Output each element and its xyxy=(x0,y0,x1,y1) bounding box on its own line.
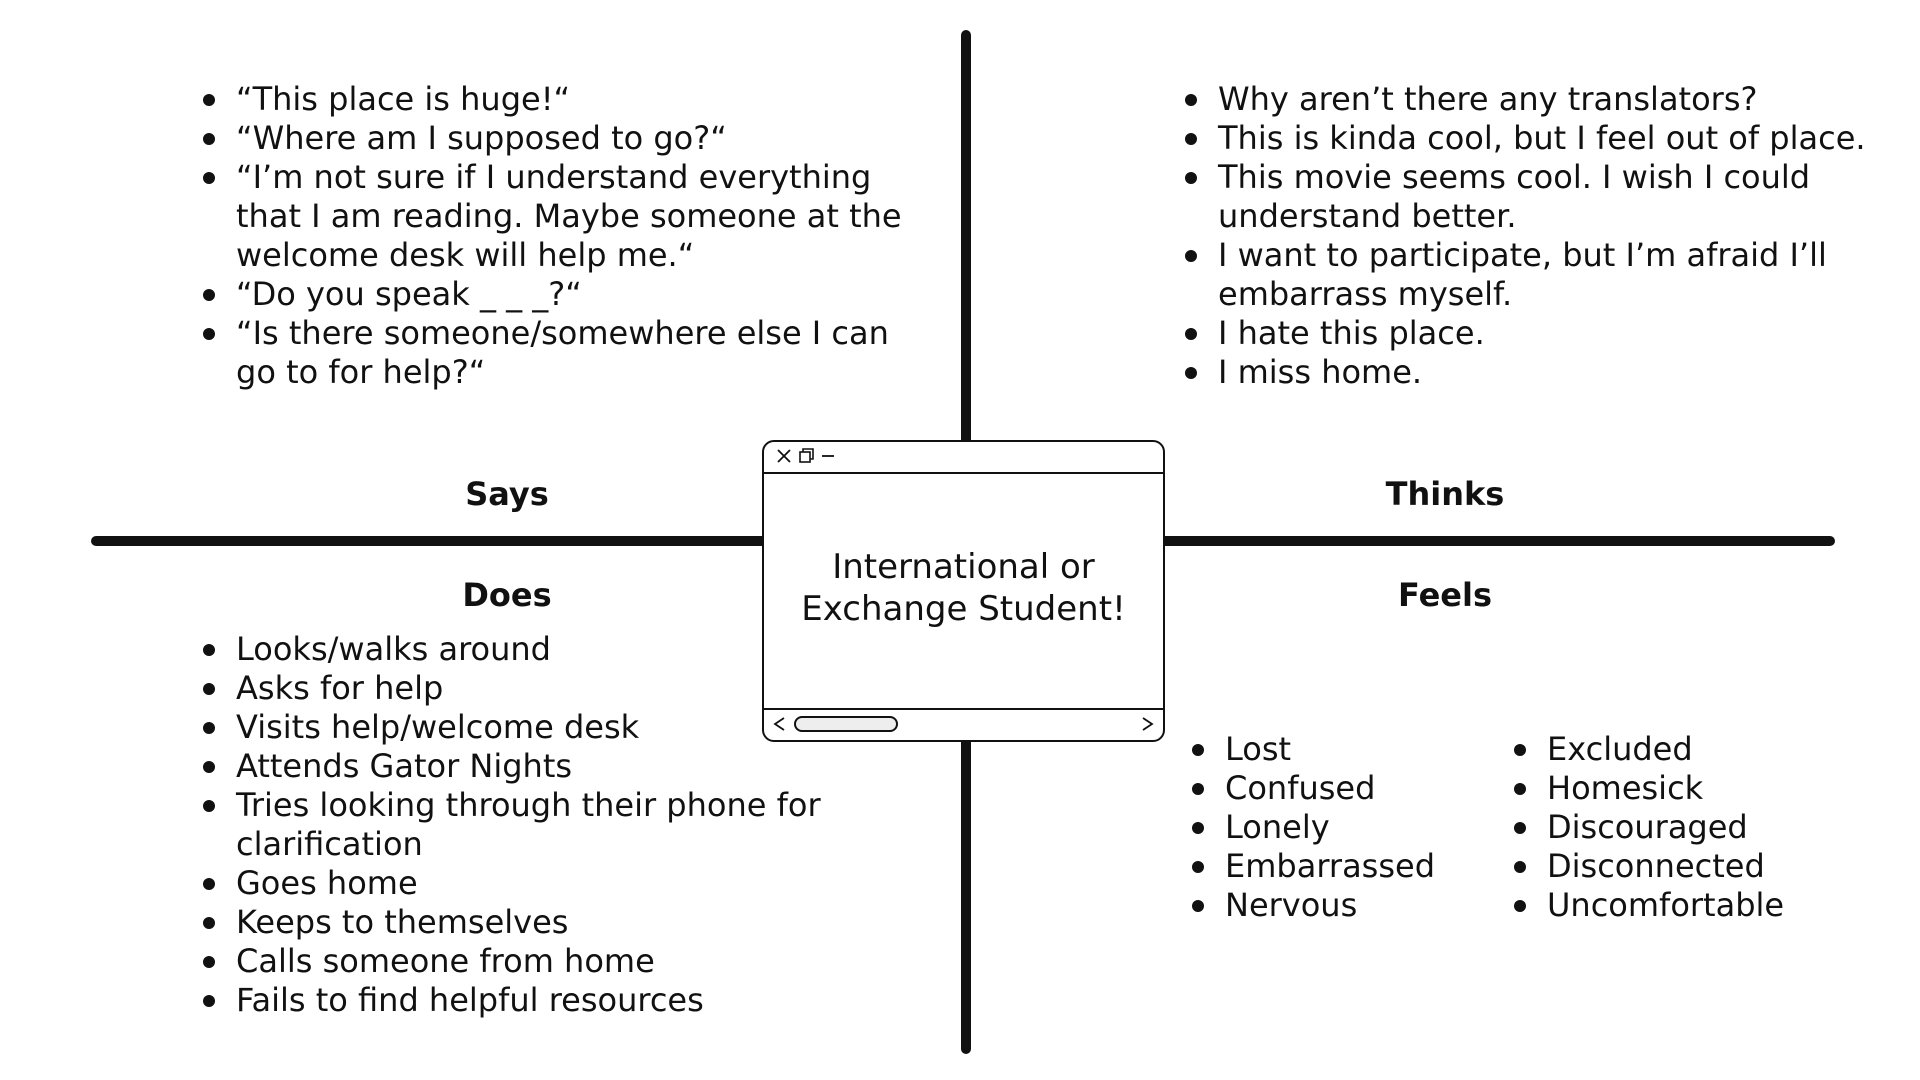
center-title-line-2: Exchange Student! xyxy=(801,589,1126,629)
does-label: Does xyxy=(462,576,552,614)
says-label: Says xyxy=(465,475,549,513)
list-item: I hate this place. xyxy=(1181,314,1901,353)
list-item: Embarrassed xyxy=(1188,847,1488,886)
list-item: “Is there someone/somewhere else I can g… xyxy=(199,314,929,392)
list-item: I want to participate, but I’m afraid I’… xyxy=(1181,236,1901,314)
list-item: Lost xyxy=(1188,730,1488,769)
list-item: Attends Gator Nights xyxy=(199,747,899,786)
minimize-icon[interactable] xyxy=(820,445,836,467)
list-item: Fails to find helpful resources xyxy=(199,981,899,1020)
list-item: Excluded xyxy=(1510,730,1850,769)
restore-icon[interactable] xyxy=(798,445,814,467)
center-window: International or Exchange Student! xyxy=(762,440,1165,742)
list-item: Disconnected xyxy=(1510,847,1850,886)
list-item: Uncomfortable xyxy=(1510,886,1850,925)
thinks-list: Why aren’t there any translators?This is… xyxy=(1181,80,1901,392)
list-item: I miss home. xyxy=(1181,353,1901,392)
chevron-left-icon[interactable] xyxy=(772,714,786,734)
list-item: Discouraged xyxy=(1510,808,1850,847)
center-title-line-1: International or xyxy=(832,547,1095,587)
window-body: International or Exchange Student! xyxy=(764,474,1163,702)
list-item: Keeps to themselves xyxy=(199,903,899,942)
says-list: “This place is huge!““Where am I suppose… xyxy=(199,80,929,392)
list-item: Lonely xyxy=(1188,808,1488,847)
list-item: Nervous xyxy=(1188,886,1488,925)
list-item: “This place is huge!“ xyxy=(199,80,929,119)
list-item: Goes home xyxy=(199,864,899,903)
list-item: This movie seems cool. I wish I could un… xyxy=(1181,158,1901,236)
list-item: “Where am I supposed to go?“ xyxy=(199,119,929,158)
list-item: Why aren’t there any translators? xyxy=(1181,80,1901,119)
list-item: “Do you speak _ _ _?“ xyxy=(199,275,929,314)
feels-label: Feels xyxy=(1398,576,1492,614)
close-icon[interactable] xyxy=(776,445,792,467)
list-item: Looks/walks around xyxy=(199,630,899,669)
list-item: “I’m not sure if I understand everything… xyxy=(199,158,929,275)
thinks-label: Thinks xyxy=(1385,475,1505,513)
window-titlebar xyxy=(764,442,1163,474)
list-item: This is kinda cool, but I feel out of pl… xyxy=(1181,119,1901,158)
window-scrollbar[interactable] xyxy=(764,708,1163,740)
list-item: Homesick xyxy=(1510,769,1850,808)
scrollbar-thumb[interactable] xyxy=(794,716,898,732)
list-item: Tries looking through their phone for cl… xyxy=(199,786,899,864)
list-item: Confused xyxy=(1188,769,1488,808)
list-item: Visits help/welcome desk xyxy=(199,708,899,747)
list-item: Calls someone from home xyxy=(199,942,899,981)
list-item: Asks for help xyxy=(199,669,899,708)
chevron-right-icon[interactable] xyxy=(1141,714,1155,734)
